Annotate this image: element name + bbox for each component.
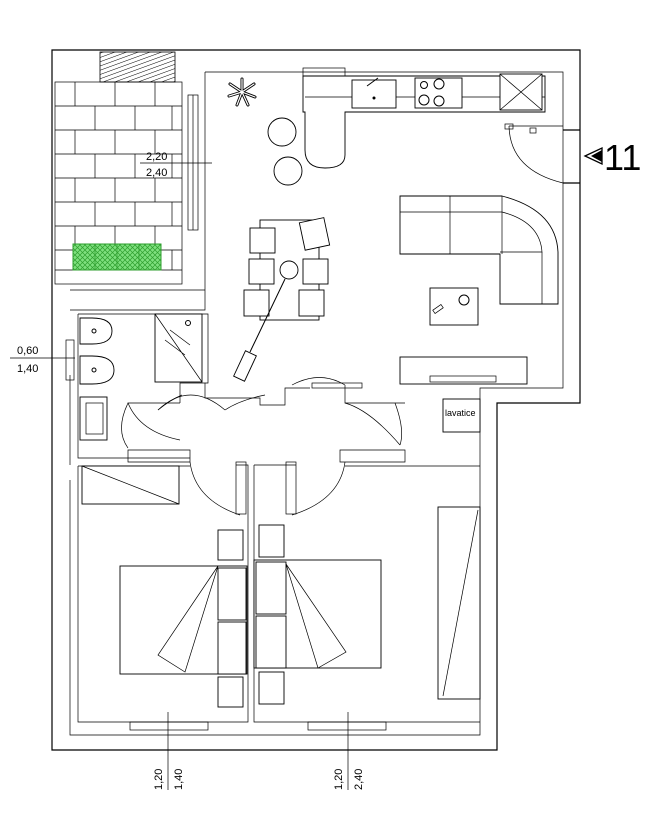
stove-cooktop [414, 77, 463, 109]
left-window-dimension-second: 1,40 [173, 769, 185, 790]
appliance-box [442, 398, 481, 433]
hallway: lavatice [121, 377, 481, 516]
stool [273, 156, 303, 186]
appliance-label: lavatice [445, 408, 476, 418]
left-window-dimension-first: 1,20 [153, 769, 165, 790]
outer-walls [51, 49, 581, 751]
right-window-dimension-second: 2,40 [353, 769, 365, 790]
kitchen-sink [351, 79, 397, 109]
balcony-dimension-bottom: 2,40 [146, 167, 167, 179]
wardrobe [437, 506, 481, 700]
dining-area [233, 217, 331, 382]
living-room [399, 195, 559, 385]
stool [267, 117, 297, 147]
section-marker-label: 11 [604, 137, 641, 178]
entrance: 11 [504, 123, 641, 184]
balcony-dimension-top: 2,20 [146, 151, 167, 163]
tv-cabinet [399, 356, 528, 385]
bath-window-dimension-top: 0,60 [17, 345, 38, 357]
bath-window-dimension-bottom: 1,40 [17, 363, 38, 375]
floor-lamp [233, 350, 257, 382]
nightstand [258, 671, 285, 705]
right-window-dimension-first: 1,20 [333, 769, 345, 790]
balcony: 2,20 2,40 [54, 51, 212, 285]
toilet [79, 355, 115, 385]
washbasin [79, 396, 108, 441]
nightstand [258, 524, 285, 558]
bedroom-right: 1,20 2,40 [253, 461, 481, 790]
nightstand [217, 676, 244, 708]
bathroom: 0,60 1,40 [10, 313, 209, 459]
plant-icon [227, 77, 257, 107]
sofa [399, 195, 559, 305]
kitchen [227, 67, 546, 186]
pendant-lamp [279, 260, 299, 280]
coffee-table [429, 287, 479, 326]
nightstand [217, 529, 244, 561]
bedroom-left: 1,20 1,40 [77, 461, 249, 790]
